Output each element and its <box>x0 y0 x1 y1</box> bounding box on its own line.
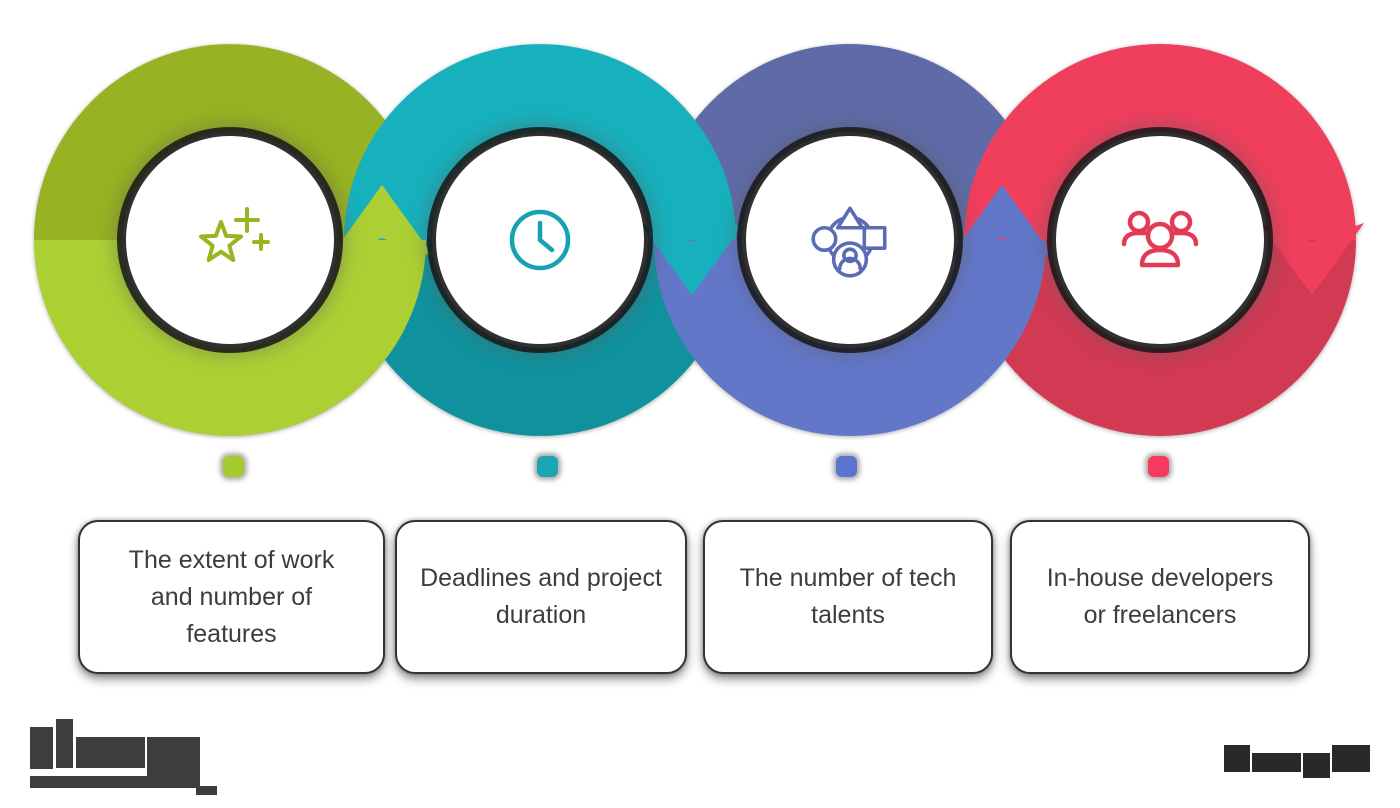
shapes-person-icon <box>811 206 887 278</box>
redacted-logo-underline <box>30 776 200 788</box>
step-3-hub <box>746 136 954 344</box>
clock-icon <box>509 209 571 271</box>
redacted-logo-block <box>196 786 217 795</box>
step-2-hub <box>436 136 644 344</box>
step-4-card: In-house developers or freelancers <box>1010 520 1310 674</box>
redacted-logo-block <box>56 719 73 768</box>
step-3-marker <box>836 456 857 477</box>
step-3-card: The number of tech talents <box>703 520 993 674</box>
step-1-marker <box>223 456 244 477</box>
cycle-rings-graphic <box>34 44 1364 436</box>
step-4-label: In-house developers or freelancers <box>1046 564 1274 629</box>
redacted-watermark-block <box>1332 745 1370 772</box>
redacted-watermark-block <box>1303 753 1330 778</box>
redacted-logo-block <box>30 727 53 769</box>
step-1-card: The extent of work and number of feature… <box>78 520 385 674</box>
step-2-marker <box>537 456 558 477</box>
redacted-watermark-block <box>1252 753 1301 772</box>
step-1-label: The extent of work and number of feature… <box>128 545 335 648</box>
redacted-watermark-block <box>1224 745 1250 772</box>
step-3-label: The number of tech talents <box>739 564 957 629</box>
sparkle-star-icon <box>199 207 270 262</box>
redacted-logo-block <box>147 737 200 780</box>
team-icon <box>1121 210 1199 268</box>
step-4-hub <box>1056 136 1264 344</box>
step-1-hub <box>126 136 334 344</box>
redacted-logo-block <box>76 737 145 768</box>
step-2-label: Deadlines and project duration <box>420 564 662 629</box>
step-4-marker <box>1148 456 1169 477</box>
step-2-card: Deadlines and project duration <box>395 520 687 674</box>
